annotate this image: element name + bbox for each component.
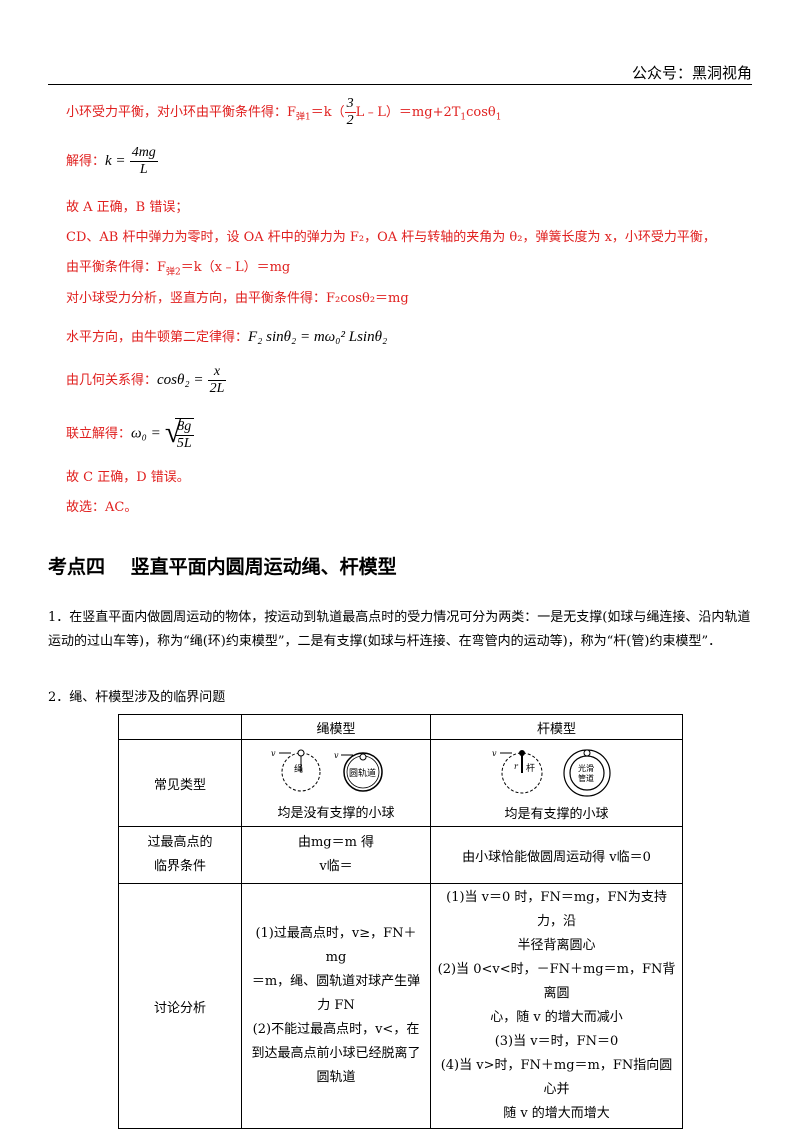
table-header-rod: 杆模型 — [430, 714, 683, 740]
row3-rope-cell: (1)过最高点时，v≥，FN＋mg ＝m，绳、圆轨道对球产生弹 力 FN (2)… — [241, 883, 431, 1129]
svg-text:杆: 杆 — [526, 762, 535, 774]
row2-rod-cell: 由小球恰能做圆周运动得 v临＝0 — [430, 826, 683, 884]
header-brand: 公众号：黑洞视角 — [631, 64, 752, 82]
svg-text:绳: 绳 — [294, 763, 303, 775]
paragraph-2: 2．绳、杆模型涉及的临界问题 — [48, 690, 226, 705]
svg-text:v: v — [492, 749, 497, 758]
rod-caption: 均是有支撑的小球 — [504, 806, 609, 822]
paragraph-1: 1．在竖直平面内做圆周运动的物体，按运动到轨道最高点时的受力情况可分为两类：一是… — [48, 610, 751, 649]
table-header-rope: 绳模型 — [241, 714, 431, 740]
comparison-table: 绳模型 杆模型 常见类型 v 绳 v 圆轨道 均是没有支撑的小球 — [118, 714, 683, 1129]
solution-line-4: CD、AB 杆中弹力为零时，设 OA 杆中的弹力为 F₂，OA 杆与转轴的夹角为… — [66, 230, 716, 245]
svg-text:圆轨道: 圆轨道 — [349, 767, 376, 779]
row1-rod-cell: v r 杆 光滑 管道 均是有支撑的小球 — [430, 739, 683, 827]
rope-caption: 均是没有支撑的小球 — [277, 805, 395, 821]
row1-label: 常见类型 — [118, 739, 242, 827]
svg-text:v: v — [271, 749, 276, 758]
row2-label: 过最高点的 临界条件 — [118, 826, 242, 884]
table-row: 讨论分析 (1)过最高点时，v≥，FN＋mg ＝m，绳、圆轨道对球产生弹 力 F… — [118, 883, 683, 1129]
svg-text:r: r — [514, 762, 519, 771]
solution-line-11: 故选：AC。 — [66, 500, 138, 515]
solution-line-10: 故 C 正确，D 错误。 — [66, 470, 190, 485]
row1-rope-cell: v 绳 v 圆轨道 均是没有支撑的小球 — [241, 739, 431, 827]
svg-text:v: v — [334, 751, 339, 760]
solution-line-7: 水平方向，由牛顿第二定律得：F₂ sinθ₂ = mω₀² Lsinθ₂ — [66, 329, 388, 345]
row3-label: 讨论分析 — [118, 883, 242, 1129]
table-header-row: 绳模型 杆模型 — [118, 714, 683, 740]
table-header-empty — [118, 714, 242, 740]
svg-text:管道: 管道 — [578, 773, 594, 783]
row3-rod-cell: (1)当 v＝0 时，FN＝mg，FN为支持力，沿 半径背离圆心 (2)当 0<… — [430, 883, 683, 1129]
svg-text:光滑: 光滑 — [578, 763, 594, 773]
rope-model-diagram: v 绳 v 圆轨道 — [271, 749, 383, 792]
page-header: 公众号：黑洞视角 — [48, 56, 752, 85]
table-row: 常见类型 v 绳 v 圆轨道 均是没有支撑的小球 — [118, 739, 683, 827]
rod-model-diagram: v r 杆 光滑 管道 — [492, 749, 611, 797]
table-row: 过最高点的 临界条件 由mg＝m 得 v临＝ 由小球恰能做圆周运动得 v临＝0 — [118, 826, 683, 884]
solution-line-5: 由平衡条件得：F弹2＝k（x﹣L）＝mg — [66, 260, 291, 278]
solution-line-6: 对小球受力分析，竖直方向，由平衡条件得：F₂cosθ₂＝mg — [66, 291, 409, 306]
solution-line-3: 故 A 正确，B 错误； — [66, 200, 189, 215]
row2-rope-cell: 由mg＝m 得 v临＝ — [241, 826, 431, 884]
section-title: 考点四 竖直平面内圆周运动绳、杆模型 — [48, 556, 397, 578]
